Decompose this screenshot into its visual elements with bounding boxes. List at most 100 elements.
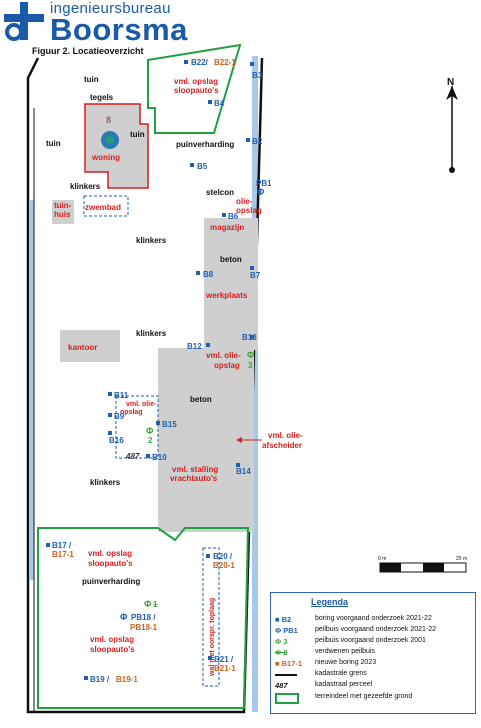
ditch-right: [252, 56, 258, 712]
north-arrow-head-icon: [446, 86, 458, 100]
boring-label-b3: B3: [252, 71, 263, 80]
boring-markers: [46, 60, 254, 680]
scale-end-label: 25 m: [456, 556, 467, 562]
label-tuin: tuin: [46, 139, 61, 148]
label-vml-olieopslag-1: vml. olie-: [206, 351, 241, 360]
peilbuis-label-1: 1: [153, 600, 158, 609]
legend-desc: terreindeel met gezeefde grond: [315, 693, 413, 700]
boring-marker-b10: [146, 454, 150, 458]
label-puinverharding: puinverharding: [82, 577, 140, 586]
peilbuis-label-3: 3: [248, 361, 253, 370]
legend-desc: boring voorgaand onderzoek 2021-22: [315, 615, 432, 622]
label-stelcon: stelcon: [206, 188, 234, 197]
legend-symbol-line: [275, 670, 315, 679]
boring-label-b19: B19 /: [90, 675, 110, 684]
legend-code: ■ B17-1: [275, 659, 303, 668]
boring-marker-b19: [84, 676, 88, 680]
boorsma-logo-icon: [4, 2, 44, 41]
zwembad-outline: [83, 195, 129, 217]
legend-desc: kadastrale grens: [315, 670, 367, 677]
label-vml-opslag-bot-1: vml. opslag: [90, 635, 134, 644]
vml-olieopslag-outline: [115, 395, 159, 459]
boring-label-b4: B4: [214, 99, 225, 108]
legend-symbol-box: [275, 693, 315, 704]
boring-marker-b15: [156, 421, 160, 425]
boring-marker-b7: [250, 266, 254, 270]
well-core-icon: [106, 136, 114, 144]
boring-marker-b4: [208, 100, 212, 104]
peilbuis-label-pb1: PB1: [256, 179, 272, 188]
boring-marker-b2: [246, 138, 250, 142]
house-number: 8: [106, 115, 111, 125]
label-wal-vertical: wal met oorspr. toplaag: [209, 598, 216, 677]
label-vml-stalling-2: vrachtauto's: [170, 474, 218, 483]
boring-marker-b9: [108, 413, 112, 417]
label-zwembad: zwembad: [85, 203, 121, 212]
boring-marker-b21: [208, 656, 212, 660]
boring-label-b20-1: B20-1: [213, 561, 235, 570]
ditch-left: [30, 200, 34, 580]
company-name: Boorsma: [50, 12, 188, 47]
label-klinkers: klinkers: [90, 478, 121, 487]
figure-title: Figuur 2. Locatieoverzicht: [32, 46, 144, 56]
boring-marker-b11: [108, 392, 112, 396]
label-tuin: tuin: [130, 130, 145, 139]
boring-label-b8: B8: [203, 270, 214, 279]
sieved-soil-area-top: [147, 43, 242, 134]
label-vml-olieopslag-b1: vml. olie-: [126, 401, 157, 408]
boring-label-b11: B11: [114, 391, 129, 400]
header: ingenieursbureau Boorsma Figuur 2. Locat…: [0, 0, 481, 60]
label-vml-olieopslag-b2: opslag: [120, 409, 143, 416]
boring-label-b22-1: B22-1: [214, 58, 236, 67]
legend-desc: verdwenen peilbuis: [315, 648, 375, 655]
boring-label-b16: B16: [109, 436, 124, 445]
label-vml-olieafscheider-2: afscheider: [262, 441, 302, 450]
sieved-soil-area-bottom: [37, 527, 250, 709]
label-beton: beton: [190, 395, 212, 404]
label-vml-opslag-bot-2: sloopauto's: [90, 645, 135, 654]
label-klinkers: klinkers: [136, 236, 167, 245]
legend-code: ■ B2: [275, 615, 292, 624]
label-woning: woning: [91, 153, 120, 162]
boring-label-b17-1: B17-1: [52, 550, 74, 559]
label-klinkers: klinkers: [70, 182, 101, 191]
boring-label-b19-1: B19-1: [116, 675, 138, 684]
kantoor-building: [60, 330, 120, 362]
label-vml-opslag-top-2: sloopauto's: [174, 86, 219, 95]
boring-marker-b5: [190, 163, 194, 167]
label-puinverharding: puinverharding: [176, 140, 234, 149]
scale-start-label: 0 m: [378, 556, 386, 562]
boring-marker-b12: [206, 343, 210, 347]
legend-code: Φ PB1: [275, 626, 298, 635]
boring-marker-b17: [46, 543, 50, 547]
boring-marker-b8: [196, 271, 200, 275]
label-vml-opslag-mid-2: sloopauto's: [88, 559, 133, 568]
peilbuis-label-pb18: PB18 /: [131, 613, 156, 622]
magazijn-werkplaats-building: [204, 218, 258, 350]
boring-label-b20: B20 /: [213, 552, 233, 561]
label-kantoor: kantoor: [68, 343, 97, 352]
peilbuis-3-icon: Φ: [247, 350, 255, 360]
label-tegels: tegels: [90, 93, 114, 102]
boring-label-b21-1: B21-1: [214, 664, 236, 673]
legend: Legenda ■ B2 boring voorgaand onderzoek …: [270, 592, 476, 714]
label-klinkers: klinkers: [136, 329, 167, 338]
boring-marker-b16: [108, 431, 112, 435]
boring-label-b12: B12: [187, 342, 202, 351]
boring-label-b9: B9: [114, 412, 125, 421]
peilbuis-1-icon: Φ: [144, 599, 152, 609]
parcel-number: 487: [125, 452, 140, 461]
boring-label-b7: B7: [250, 271, 261, 280]
label-tuinhuis-2: huis: [54, 210, 71, 219]
boring-label-b21: B21 /: [214, 655, 234, 664]
boring-marker-b13: [250, 335, 254, 339]
legend-desc: nieuwe boring 2023: [315, 659, 377, 666]
peilbuis-label-pb18-1: PB18-1: [130, 623, 158, 632]
legend-desc: peilbuis voorgaand onderzoek 2021-22: [315, 626, 437, 633]
legend-desc: peilbuis voorgaand onderzoek 2001: [315, 637, 426, 644]
peilbuis-label-2: 2: [148, 436, 153, 445]
north-arrow-base: [449, 167, 455, 173]
boring-label-b15: B15: [162, 420, 177, 429]
